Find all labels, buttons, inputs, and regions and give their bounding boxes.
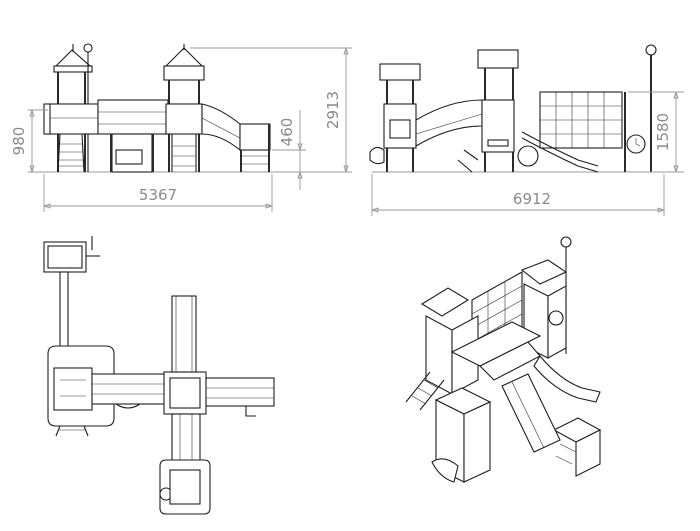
- deck-height-b-label: 460: [278, 118, 296, 147]
- deck-height-c-label: 1580: [654, 113, 672, 151]
- isometric-view: [405, 236, 602, 483]
- side-width-label: 6912: [513, 190, 551, 208]
- plan-view: [43, 236, 275, 515]
- front-dimensions: 5367 980 460 2913: [10, 46, 352, 212]
- total-height-label: 2913: [324, 91, 342, 129]
- front-elevation-view: [40, 43, 280, 173]
- front-width-label: 5367: [139, 186, 177, 204]
- deck-height-a-label: 980: [10, 127, 28, 156]
- side-elevation-view: [369, 44, 668, 173]
- side-dimensions: 6912 1580: [370, 90, 684, 216]
